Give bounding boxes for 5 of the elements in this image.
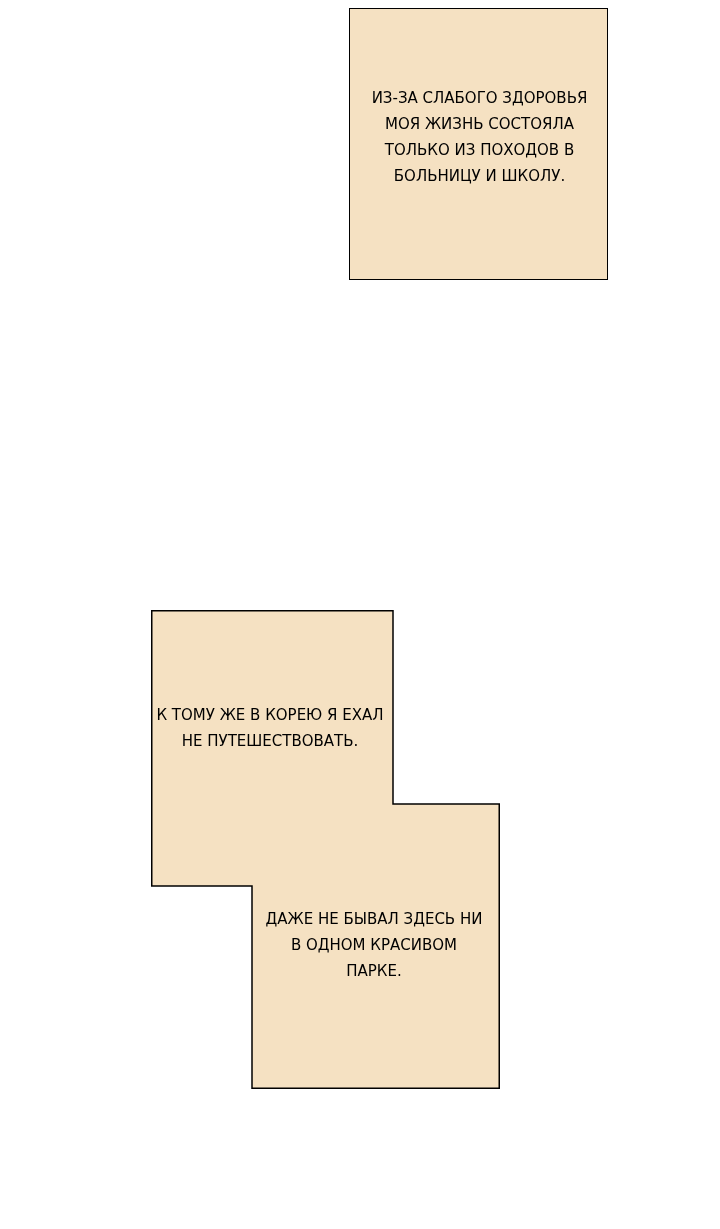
narration-text: ИЗ-ЗА СЛАБОГО ЗДОРОВЬЯ МОЯ ЖИЗНЬ СОСТОЯЛА ТОЛЬКО ИЗ ПОХОДОВ В БОЛЬНИЦУ И ШКОЛУ. — [370, 88, 589, 187]
narration-text: К ТОМУ ЖЕ В КОРЕЮ Я ЕХАЛ НЕ ПУТЕШЕСТВОВАТЬ. — [155, 705, 385, 752]
caption-box — [151, 610, 500, 1089]
narration-text: ДАЖЕ НЕ БЫВАЛ ЗДЕСЬ НИ В ОДНОМ КРАСИВОМ ПАРКЕ. — [264, 909, 484, 982]
caption-box — [349, 8, 608, 280]
